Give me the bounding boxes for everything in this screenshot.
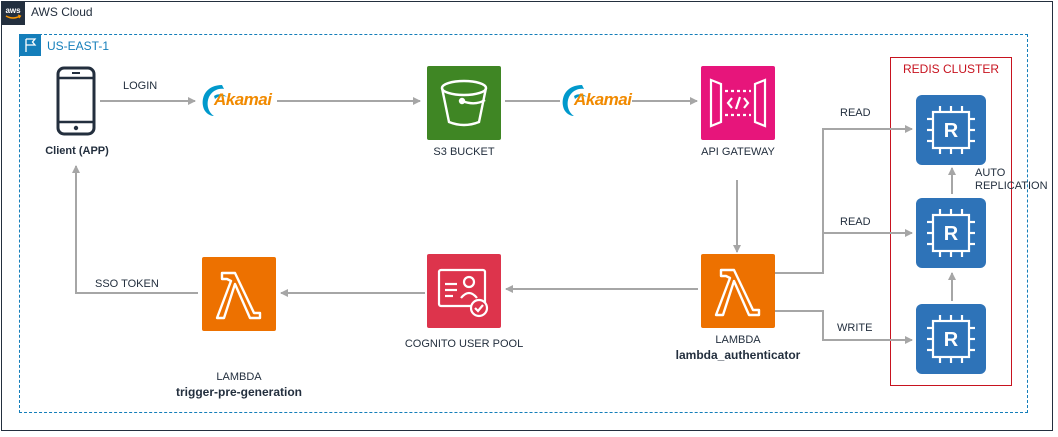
cognito-icon	[437, 268, 489, 318]
svg-text:R: R	[944, 329, 959, 351]
lambda-trigger-type-label: LAMBDA	[216, 371, 262, 383]
s3-label: S3 BUCKET	[433, 146, 495, 158]
client-label: Client (APP)	[45, 145, 109, 157]
edge-lambda-redis-read-1	[775, 125, 913, 274]
api-gateway-node	[701, 66, 775, 140]
lambda-authenticator-node	[701, 254, 775, 328]
mobile-phone-icon	[56, 66, 96, 136]
edge-trigger-client	[72, 165, 198, 294]
akamai-label-1: Akamai	[214, 90, 272, 109]
redis-cluster-title: REDIS CLUSTER	[902, 62, 1000, 76]
cognito-user-pool-node	[427, 254, 501, 328]
replication-label-1: AUTO	[975, 167, 1006, 179]
aws-cloud-group	[1, 1, 1053, 431]
svg-text:aws: aws	[5, 6, 21, 15]
edge-label-login: LOGIN	[123, 80, 158, 92]
s3-bucket-node	[427, 66, 501, 140]
lambda-auth-type-label: LAMBDA	[715, 334, 761, 346]
replication-label-2: REPLICATION	[975, 180, 1048, 192]
akamai-label-2: Akamai	[574, 90, 632, 109]
edge-label-read-2: READ	[840, 216, 871, 228]
redis-node-icon: R	[927, 106, 975, 154]
svg-text:R: R	[944, 120, 959, 142]
region-title: US-EAST-1	[47, 39, 110, 53]
redis-cluster-group	[890, 57, 1012, 386]
redis-node-1: R	[916, 95, 986, 165]
api-gateway-icon	[709, 78, 767, 128]
akamai-cdn-1: Akamai	[200, 82, 280, 118]
api-gateway-label: API GATEWAY	[701, 146, 775, 158]
s3-bucket-icon	[440, 79, 488, 127]
aws-logo-icon: aws	[1, 1, 25, 25]
lambda-trigger-node	[202, 257, 276, 331]
akamai-swoosh-icon	[202, 85, 227, 116]
region-flag-icon	[19, 34, 41, 56]
edge-label-sso-token: SSO TOKEN	[95, 278, 159, 290]
lambda-icon	[714, 268, 761, 317]
aws-cloud-title: AWS Cloud	[31, 5, 93, 19]
redis-node-icon: R	[927, 315, 975, 363]
lambda-icon	[215, 271, 262, 320]
lambda-trigger-name-label: trigger-pre-generation	[175, 385, 303, 399]
edge-lambda-redis-write	[775, 310, 913, 344]
cognito-label: COGNITO USER POOL	[404, 338, 524, 350]
redis-node-2: R	[916, 198, 986, 268]
svg-text:R: R	[944, 223, 959, 245]
lambda-auth-name-label: lambda_authenticator	[675, 348, 801, 362]
akamai-swoosh-icon	[562, 85, 587, 116]
redis-node-3: R	[916, 304, 986, 374]
region-group	[19, 34, 1028, 413]
redis-node-icon: R	[927, 209, 975, 257]
edge-label-read-1: READ	[840, 107, 871, 119]
edge-label-write: WRITE	[837, 322, 873, 334]
akamai-cdn-2: Akamai	[560, 82, 640, 118]
